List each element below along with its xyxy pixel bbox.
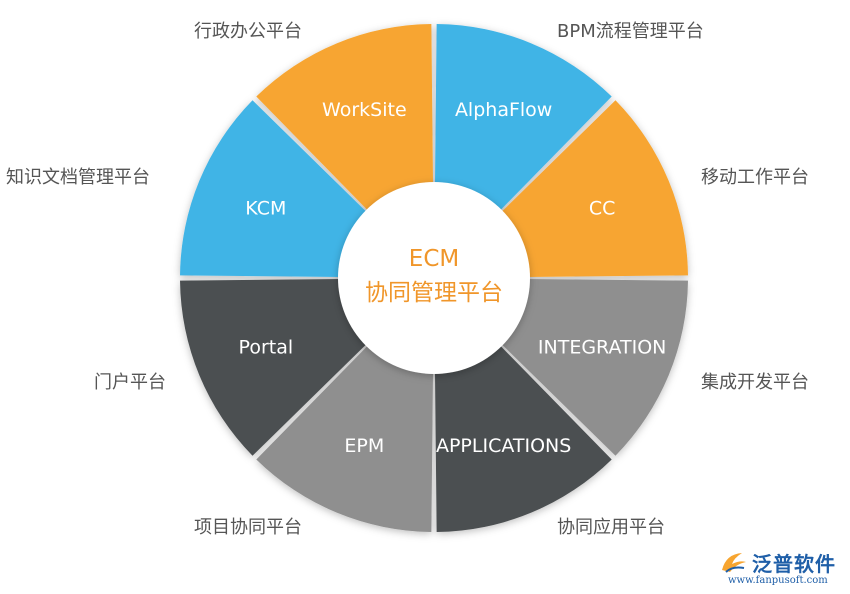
wheel-segment-alphaflow: [434, 24, 612, 221]
wheel-segment-integration: [491, 278, 688, 456]
wheel-segment-applications: [434, 335, 612, 532]
center-title-platform: 协同管理平台: [365, 280, 503, 306]
segment-label-kcm: KCM: [245, 197, 286, 219]
wheel-segment-kcm: [180, 100, 377, 278]
wheel-segment-worksite: [256, 24, 434, 221]
wheel-segment-epm: [256, 335, 434, 532]
caption-bpm-platform: BPM流程管理平台: [557, 21, 704, 42]
segment-label-worksite: WorkSite: [322, 99, 407, 121]
segment-label-epm: EPM: [344, 435, 384, 457]
caption-mobile-platform: 移动工作平台: [701, 167, 809, 188]
caption-integration-platform: 集成开发平台: [701, 372, 809, 393]
segment-label-cc: CC: [589, 197, 616, 219]
caption-applications-platform: 协同应用平台: [557, 517, 665, 538]
center-title-ecm: ECM: [409, 246, 459, 272]
segment-label-alphaflow: AlphaFlow: [455, 99, 552, 121]
caption-portal-platform: 门户平台: [94, 372, 166, 393]
logo-name: 泛普软件: [752, 552, 836, 576]
caption-project-platform: 项目协同平台: [194, 517, 302, 538]
fanpusoft-logo: 泛普软件 www.fanpusoft.com: [720, 548, 845, 590]
segment-group: [180, 24, 688, 532]
segment-label-portal: Portal: [239, 337, 294, 359]
logo-mark-icon: [722, 553, 746, 573]
wheel-segment-portal: [180, 278, 377, 456]
logo-url: www.fanpusoft.com: [728, 575, 828, 586]
wheel-segment-cc: [491, 100, 688, 278]
segment-label-applications: APPLICATIONS: [436, 435, 571, 457]
segment-label-integration: INTEGRATION: [538, 337, 666, 359]
center-circle: [338, 182, 530, 374]
caption-office-platform: 行政办公平台: [194, 21, 302, 42]
caption-knowledge-platform: 知识文档管理平台: [6, 167, 150, 188]
